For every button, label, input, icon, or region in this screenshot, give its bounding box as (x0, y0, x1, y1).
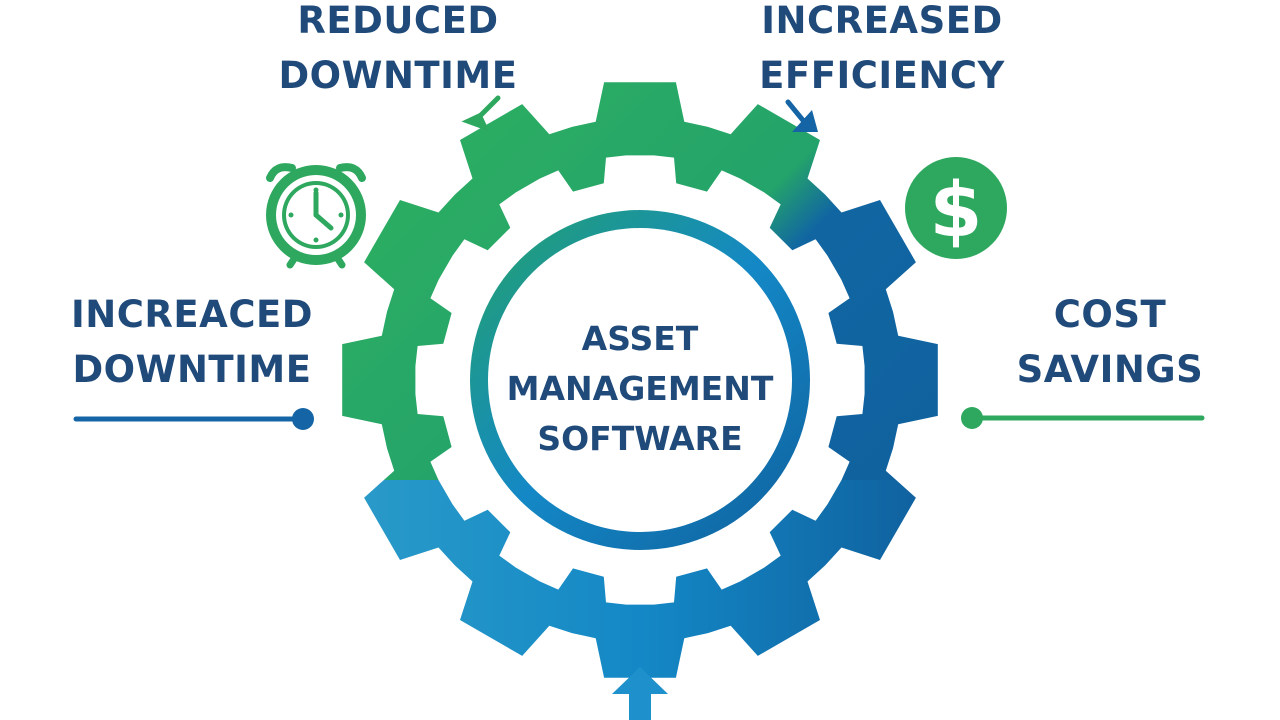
gear-center-disc (488, 228, 792, 532)
connector-right (961, 407, 1205, 429)
dollar-icon: $ (905, 157, 1007, 259)
label-cost-savings-line1: COST (1054, 293, 1167, 336)
label-increased-efficiency-line1: INCREASED (761, 0, 1002, 42)
center-label-line2: MANAGEMENT (507, 369, 774, 408)
arrow-reduced-downtime (461, 95, 501, 132)
label-increaced-downtime-line1: INCREACED (71, 293, 313, 336)
center-label-line3: SOFTWARE (537, 419, 742, 458)
arrow-increased-efficiency (785, 99, 818, 132)
center-label-line1: ASSET (582, 319, 699, 358)
label-increaced-downtime-line2: DOWNTIME (72, 348, 311, 391)
arrow-up-bottom (612, 667, 668, 720)
label-increased-efficiency-line2: EFFICIENCY (759, 54, 1005, 97)
gear-outer-shape (342, 82, 938, 480)
label-cost-savings-line2: SAVINGS (1017, 348, 1204, 391)
label-reduced-downtime-line1: REDUCED (297, 0, 498, 42)
dollar-symbol: $ (930, 165, 983, 254)
gear (342, 82, 938, 678)
connector-left (73, 408, 314, 430)
label-reduced-downtime-line2: DOWNTIME (278, 54, 517, 97)
gear-outer-shape-lower (364, 480, 916, 678)
alarm-clock-icon (266, 163, 366, 269)
